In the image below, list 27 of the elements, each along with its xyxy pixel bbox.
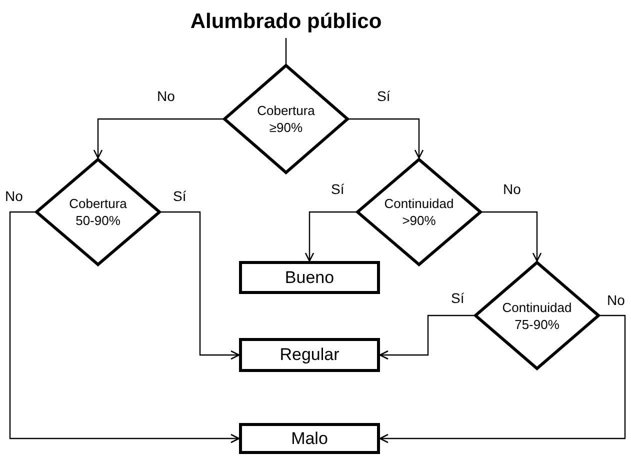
arrow <box>161 211 240 360</box>
edge-label: No <box>606 292 626 308</box>
result-box <box>239 261 380 294</box>
decision-text: Cobertura 50-90% <box>68 195 128 229</box>
title-text: Alumbrado público <box>190 9 382 36</box>
arrow <box>379 314 474 360</box>
decision-text: Cobertura ≥90% <box>256 102 316 136</box>
arrow <box>379 314 626 444</box>
result-text: Malo <box>291 428 328 450</box>
result-box <box>239 338 380 372</box>
decision-text: Continuidad 75-90% <box>501 298 573 332</box>
result-box <box>239 423 380 454</box>
arrow <box>482 211 542 262</box>
result-text: Bueno <box>284 266 334 289</box>
edge-label: No <box>4 188 24 204</box>
edge-label: No <box>502 181 522 197</box>
edge-label: Sí <box>450 290 466 306</box>
arrow <box>304 211 356 262</box>
edge-label: Sí <box>172 188 188 204</box>
edge-label: No <box>156 88 176 104</box>
result-text: Regular <box>280 344 340 366</box>
edge-label: Sí <box>330 181 346 197</box>
arrow <box>9 211 240 444</box>
decision-text: Continuidad >90% <box>383 195 455 229</box>
arrow <box>93 118 223 159</box>
arrow <box>349 118 424 159</box>
edge-label: Sí <box>376 88 392 104</box>
